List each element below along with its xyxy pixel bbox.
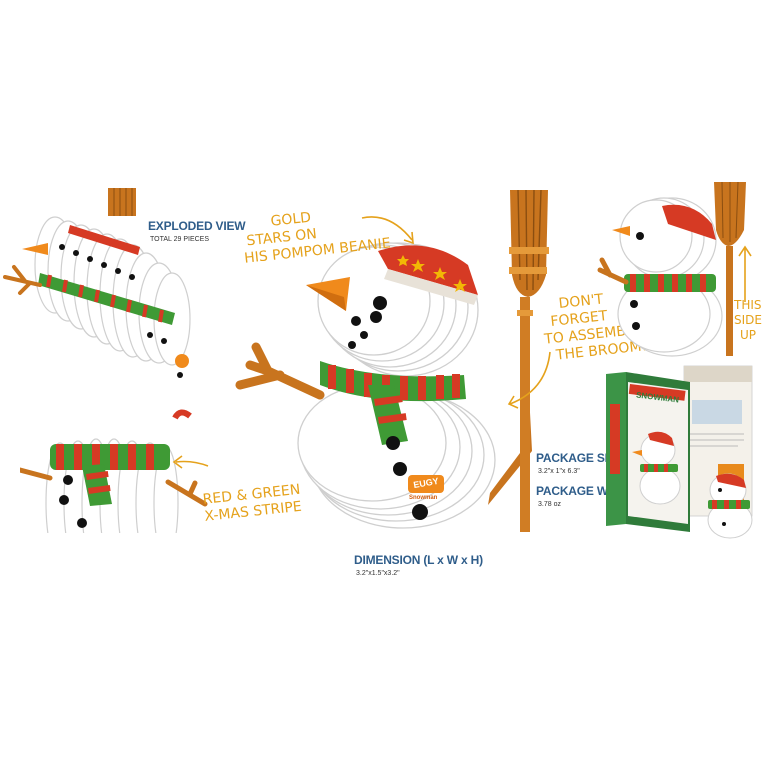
beanie-stars xyxy=(397,255,467,292)
main-snowman-image xyxy=(228,185,558,550)
side-up-annotation: THIS SIDE UP xyxy=(734,298,762,342)
exploded-view-title: EXPLODED VIEW xyxy=(148,219,246,233)
exploded-view-pieces: TOTAL 29 PIECES xyxy=(150,236,210,243)
gold-stars-arrow xyxy=(360,210,420,250)
scarf-closeup-image xyxy=(20,408,220,533)
package-size-title: PACKAGE SIZE xyxy=(536,451,623,465)
package-weight-value: 3.78 oz xyxy=(538,501,561,508)
stripe-arrow xyxy=(170,452,210,472)
broom-arrow xyxy=(504,350,554,410)
exploded-view-image xyxy=(0,185,200,385)
product-name-badge: Snowman xyxy=(409,495,438,501)
back-view-image xyxy=(596,180,756,362)
side-up-arrow xyxy=(738,244,752,304)
package-box-image xyxy=(598,364,766,540)
package-size-value: 3.2"x 1"x 6.3" xyxy=(538,468,580,475)
dimension-title: DIMENSION (L x W x H) xyxy=(354,553,483,567)
dimension-value: 3.2"x1.5"x3.2" xyxy=(356,570,400,577)
